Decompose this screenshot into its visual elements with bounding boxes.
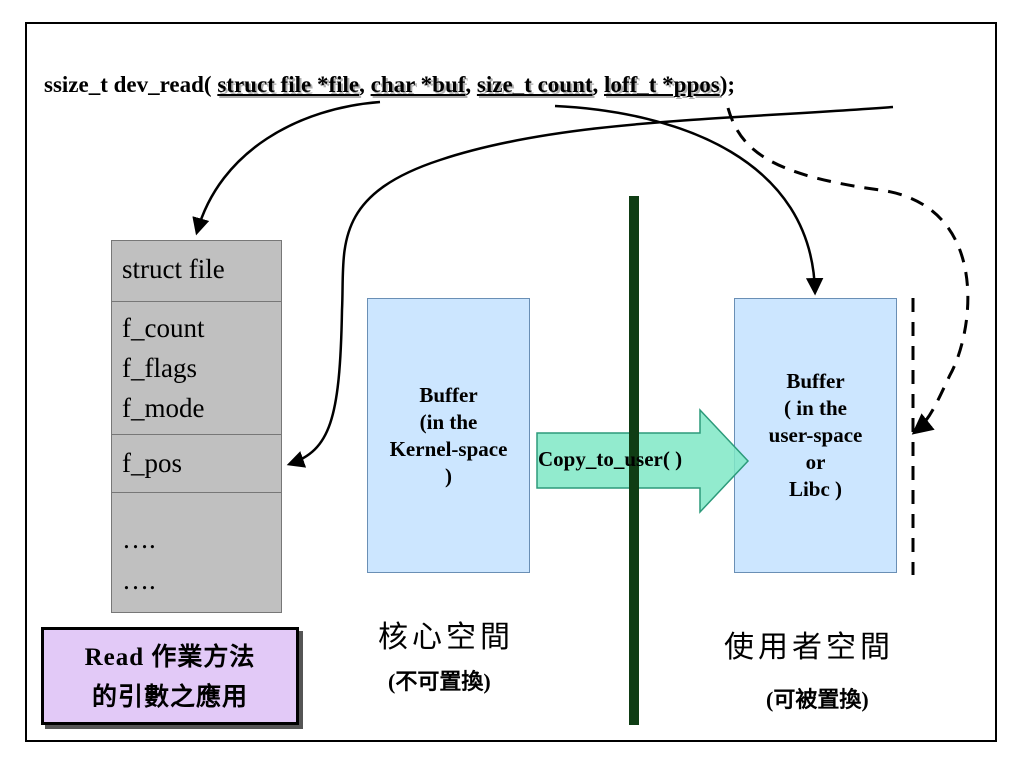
struct-file-more: …. …. [112,493,281,611]
param-count: size_t count [476,72,593,97]
kernel-space-title: 核心空間 [378,620,514,655]
arrow-file-to-struct [192,100,381,236]
user-buffer: Buffer ( in the user-space or Libc ) [734,298,897,573]
arrow-ppos-to-user-range [726,107,970,435]
kernel-buffer-line: (in the [419,409,478,434]
user-buffer-line: Buffer [786,369,845,393]
kernel-buffer-line: Buffer [419,382,478,407]
user-space-note: (可被置換) [766,687,869,712]
param-buf: char *buf [370,72,466,97]
caption-line-2: 的引數之應用 [91,684,248,711]
signature-sep: , [359,72,371,97]
signature-sep: , [592,72,605,97]
user-buffer-line: Libc ) [788,477,843,501]
signature-prefix: ssize_t dev_read( [44,72,218,97]
kernel-user-divider [629,196,639,725]
field-f-pos-text: f_pos [122,448,182,478]
field-f-flags: f_flags [122,353,197,383]
ellipsis-1: …. [122,524,156,554]
field-f-mode: f_mode [122,393,205,423]
param-file: struct file *file [217,72,360,97]
struct-file-box: struct file f_count f_flags f_mode f_pos… [111,240,282,613]
user-buffer-line: or [805,450,826,474]
user-space-title: 使用者空間 [724,630,894,665]
arrow-ppos-to-fpos [286,105,894,468]
kernel-space-note: (不可置換) [388,669,491,694]
signature-suffix: ); [719,72,736,97]
struct-file-title: struct file [112,249,281,302]
param-ppos: loff_t *ppos [604,72,720,97]
struct-file-fields: f_count f_flags f_mode [112,302,281,435]
field-f-count: f_count [122,313,205,343]
copy-to-user-label: Copy_to_user( ) [538,447,683,471]
caption-line-1: Read 作業方法 [84,644,256,671]
signature-sep: , [465,72,477,97]
kernel-buffer-line: Kernel-space [389,436,508,461]
user-buffer-line: ( in the [784,396,847,420]
arrow-buf-to-user-buffer [554,104,824,296]
kernel-buffer: Buffer (in the Kernel-space ) [367,298,530,573]
function-signature: ssize_t dev_read( struct file *file, cha… [44,72,735,98]
copy-to-user-arrow [536,408,750,514]
caption-box: Read 作業方法 的引數之應用 [41,627,299,725]
user-buffer-line: user-space [768,423,863,447]
slide-frame [25,22,997,742]
kernel-buffer-line: ) [445,463,452,488]
struct-file-title-text: struct file [122,254,225,284]
field-f-pos: f_pos [112,435,281,493]
ellipsis-2: …. [122,565,156,595]
